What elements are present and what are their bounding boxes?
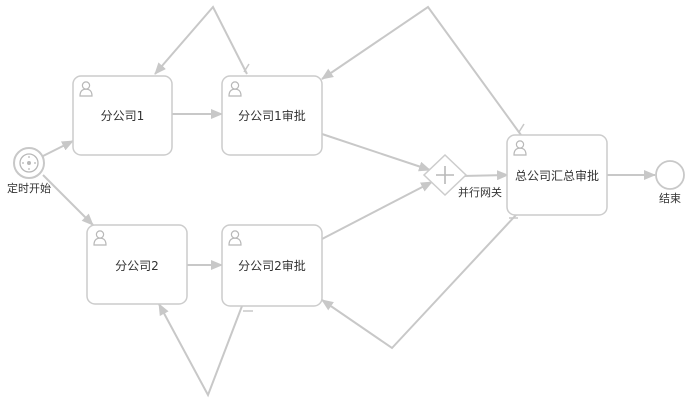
flow-approve2-reject[interactable] [158,303,243,398]
end-event[interactable] [655,160,685,190]
task-label: 分公司2 [115,259,159,273]
flow-gateway-to-summary[interactable] [461,170,509,181]
task-label: 分公司1审批 [238,108,306,123]
flow-approve1-to-gateway[interactable] [321,133,431,172]
task-summary[interactable]: 总公司汇总审批 [506,134,608,216]
task-branch2[interactable]: 分公司2 [86,224,188,305]
parallel-gateway[interactable] [422,153,468,197]
end-event-label: 结束 [659,192,681,205]
condition-mark [518,123,525,133]
clock-icon [19,153,39,173]
task-approve1[interactable]: 分公司1审批 [221,75,323,156]
timer-start-event[interactable] [13,147,45,179]
flow-summary-reject-to-approve2[interactable] [321,214,517,350]
condition-mark [243,63,250,73]
flow-approve2-to-gateway[interactable] [321,181,433,240]
flow-start-to-branch2[interactable] [42,174,94,226]
flow-start-to-branch1[interactable] [42,140,74,157]
flow-approve1-reject[interactable] [154,5,248,75]
start-event-label: 定时开始 [7,181,51,195]
gateway-label: 并行网关 [458,185,502,199]
task-branch1[interactable]: 分公司1 [72,75,173,156]
task-label: 总公司汇总审批 [515,168,599,183]
plus-icon [436,166,454,184]
task-label: 分公司1 [101,109,145,123]
task-approve2[interactable]: 分公司2审批 [221,224,323,307]
task-label: 分公司2审批 [238,258,306,273]
flow-summary-reject-to-approve1[interactable] [321,5,522,136]
